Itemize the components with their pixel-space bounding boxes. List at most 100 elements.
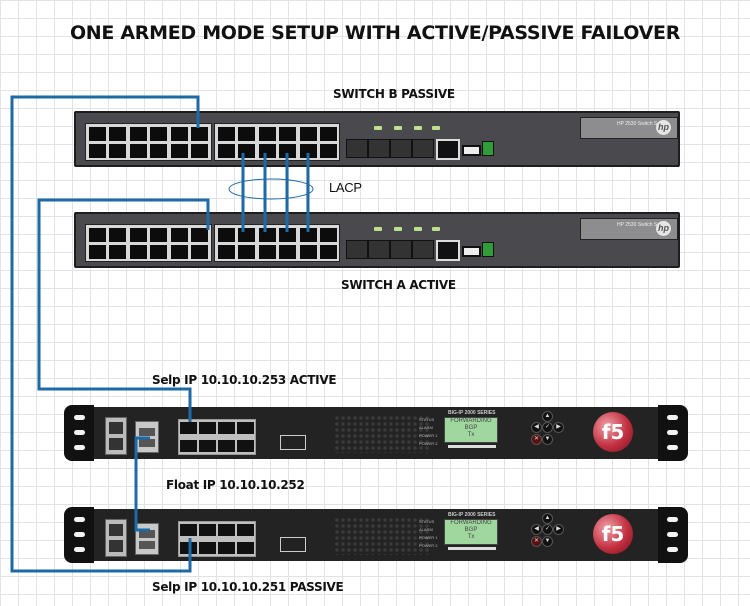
qsfp-port: [280, 537, 306, 552]
status-led: [394, 227, 402, 231]
ethernet-port: [258, 144, 276, 158]
hp-logo-icon: hp: [656, 120, 671, 135]
sfp-block: [178, 419, 256, 455]
qsfp-port: [280, 435, 306, 450]
usb-port: [462, 246, 481, 257]
hp-badge: HP 2530 Switch Series hp: [580, 117, 678, 139]
port-block-right: [214, 224, 340, 262]
ethernet-port: [320, 245, 337, 259]
status-led: [374, 227, 382, 231]
ethernet-port: [258, 127, 276, 141]
ethernet-port: [150, 144, 168, 158]
rack-ear-right: [658, 507, 688, 563]
cable-switch-b-to-passive: [10, 95, 200, 573]
status-led: [374, 126, 382, 130]
console-port: [436, 139, 460, 160]
ethernet-port: [170, 144, 188, 158]
arrow-left-icon[interactable]: ◀: [531, 524, 542, 535]
ethernet-port: [129, 127, 147, 141]
switch-b-label: SWITCH B PASSIVE: [333, 87, 455, 101]
lacp-label: LACP: [329, 180, 362, 195]
rack-ear-left: [64, 507, 94, 563]
ethernet-port: [299, 228, 317, 242]
console-port: [135, 523, 159, 555]
ethernet-port: [320, 144, 337, 158]
status-led-label: POWER 1: [419, 535, 438, 540]
arrow-down-icon[interactable]: ▼: [542, 536, 553, 547]
status-led-label: ALARM: [419, 425, 433, 430]
ethernet-port: [129, 228, 147, 242]
port-block-left: [85, 123, 212, 161]
chassis: BIG-IP 2000 SERIES STATUS ALARM POWER 1 …: [94, 407, 658, 459]
console-port: [436, 240, 460, 261]
series-label: BIG-IP 2000 SERIES: [448, 512, 496, 518]
ethernet-port: [238, 228, 256, 242]
lcd-line: FORWARDING: [450, 520, 492, 526]
vent: [334, 517, 429, 555]
bigip-passive: BIG-IP 2000 SERIES STATUS ALARM POWER 1 …: [64, 507, 688, 563]
ethernet-port: [109, 228, 127, 242]
sfp-port: [412, 139, 434, 158]
ethernet-port: [238, 144, 256, 158]
ethernet-port: [320, 228, 337, 242]
lcd-bar: [448, 445, 496, 448]
sfp-port: [390, 139, 412, 158]
sfp-port: [412, 240, 434, 259]
ethernet-port: [89, 144, 106, 158]
status-led-label: POWER 2: [419, 441, 438, 446]
ethernet-port: [279, 144, 297, 158]
ethernet-port: [150, 127, 168, 141]
ethernet-port: [129, 144, 147, 158]
ethernet-port: [218, 127, 235, 141]
model-text: HP 2530 Switch Series: [617, 222, 669, 228]
ethernet-port: [218, 144, 235, 158]
sfp-block: [178, 521, 256, 557]
arrow-up-icon[interactable]: ▲: [542, 513, 553, 524]
lcd-line: Tx: [467, 534, 475, 540]
series-label: BIG-IP 2000 SERIES: [448, 410, 496, 416]
chassis: BIG-IP 2000 SERIES STATUS ALARM POWER 1 …: [94, 509, 658, 561]
arrow-up-icon[interactable]: ▲: [542, 411, 553, 422]
lcd-line: BGP: [464, 425, 478, 431]
ethernet-port: [150, 228, 168, 242]
ethernet-port: [109, 245, 127, 259]
ethernet-port: [218, 228, 235, 242]
ethernet-port: [150, 245, 168, 259]
status-led-label: STATUS: [419, 519, 435, 524]
check-icon[interactable]: ✓: [542, 524, 553, 535]
sfp-port: [346, 139, 368, 158]
selp-ip-active-label: Selp IP 10.10.10.253 ACTIVE: [152, 373, 337, 387]
arrow-down-icon[interactable]: ▼: [542, 434, 553, 445]
diagram-title: ONE ARMED MODE SETUP WITH ACTIVE/PASSIVE…: [69, 22, 681, 44]
vent: [334, 415, 429, 453]
arrow-left-icon[interactable]: ◀: [531, 422, 542, 433]
ethernet-port: [299, 127, 317, 141]
status-led-label: POWER 1: [419, 433, 438, 438]
cancel-icon[interactable]: ✕: [531, 434, 542, 445]
mgmt-port: [105, 519, 127, 557]
float-ip-label: Float IP 10.10.10.252: [166, 478, 305, 492]
ethernet-port: [191, 127, 208, 141]
ethernet-port: [109, 127, 127, 141]
lcd-display: FORWARDING BGP Tx: [444, 519, 498, 545]
port-block-left: [85, 224, 212, 262]
arrow-right-icon[interactable]: ▶: [553, 422, 564, 433]
ethernet-port: [279, 127, 297, 141]
check-icon[interactable]: ✓: [542, 422, 553, 433]
ethernet-port: [191, 144, 208, 158]
power-indicator: [482, 242, 494, 257]
ethernet-port: [89, 228, 106, 242]
status-led-label: STATUS: [419, 417, 435, 422]
lacp-ellipse: [228, 178, 314, 200]
port-block-right: [214, 123, 340, 161]
ethernet-port: [170, 228, 188, 242]
sfp-port: [390, 240, 412, 259]
cancel-icon[interactable]: ✕: [531, 536, 542, 547]
ethernet-port: [299, 245, 317, 259]
usb-port: [462, 145, 481, 156]
ethernet-port: [238, 245, 256, 259]
selp-ip-passive-label: Selp IP 10.10.10.251 PASSIVE: [152, 580, 344, 594]
mgmt-port: [105, 417, 127, 455]
ethernet-port: [129, 245, 147, 259]
arrow-right-icon[interactable]: ▶: [553, 524, 564, 535]
